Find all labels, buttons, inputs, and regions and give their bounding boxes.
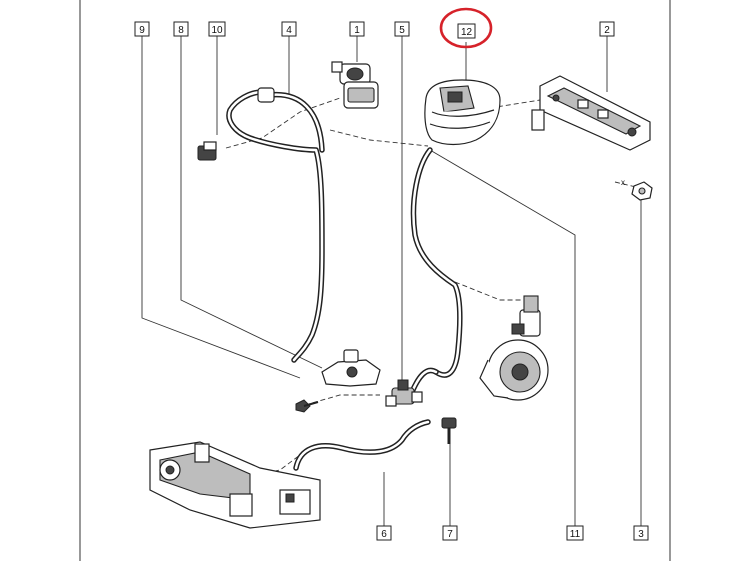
dash-10-4 <box>225 97 341 149</box>
svg-text:7: 7 <box>447 529 453 540</box>
svg-text:6: 6 <box>381 529 387 540</box>
part-12-canister <box>424 79 501 146</box>
svg-text:1: 1 <box>354 25 360 36</box>
leader-8 <box>180 36 323 369</box>
hose-6 <box>293 419 431 471</box>
svg-text:3: 3 <box>638 529 644 540</box>
x-annotation: x <box>621 178 625 187</box>
svg-text:10: 10 <box>211 25 223 36</box>
leader-9 <box>141 36 301 379</box>
callout-4: 4 <box>281 21 297 37</box>
callout-2: 2 <box>599 21 615 37</box>
hose-4 <box>226 87 325 363</box>
dash-x <box>614 181 641 189</box>
svg-text:5: 5 <box>399 25 405 36</box>
callout-7: 7 <box>442 525 458 541</box>
callout-10: 10 <box>208 21 226 37</box>
hose-11 <box>409 147 463 395</box>
svg-text:4: 4 <box>286 25 292 36</box>
dash-4-12 <box>329 129 429 147</box>
part-9-bolt <box>295 399 319 413</box>
leader-11 <box>429 149 576 526</box>
part-1-solenoid-valve <box>331 61 379 109</box>
egr-assembly <box>149 441 321 529</box>
svg-text:9: 9 <box>139 25 145 36</box>
svg-text:11: 11 <box>570 529 581 540</box>
callout-12: 12 <box>457 23 476 39</box>
svg-text:2: 2 <box>604 25 610 36</box>
callout-6: 6 <box>376 525 392 541</box>
part-5-connector <box>385 379 423 407</box>
part-2-bracket <box>531 75 651 151</box>
part-8-bracket <box>321 349 381 387</box>
callout-labels: 9 8 10 4 1 5 12 2 <box>134 21 649 541</box>
callout-3: 3 <box>633 525 649 541</box>
svg-text:12: 12 <box>461 27 473 38</box>
callout-1: 1 <box>349 21 365 37</box>
part-7-screw <box>441 417 457 444</box>
leader-lines <box>141 36 642 526</box>
dashed-assembly-lines <box>225 97 641 481</box>
callout-5: 5 <box>394 21 410 37</box>
part-10-clip <box>197 141 217 161</box>
vacuum-pump <box>479 295 549 401</box>
dash-hose-actuator <box>454 281 525 301</box>
callout-11: 11 <box>566 525 584 541</box>
highlight-circle <box>439 7 493 49</box>
svg-text:8: 8 <box>178 25 184 36</box>
callout-8: 8 <box>173 21 189 37</box>
callout-9: 9 <box>134 21 150 37</box>
part-3-nut <box>631 181 653 201</box>
